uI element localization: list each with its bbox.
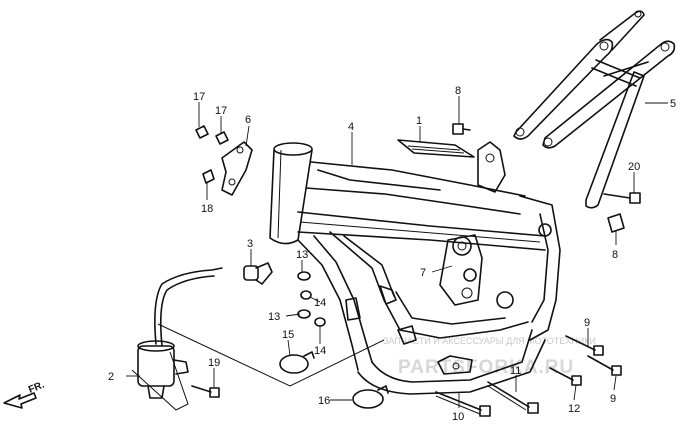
callout-8-lower: 8	[612, 249, 618, 261]
callout-16: 16	[318, 395, 330, 407]
callout-20: 20	[628, 161, 640, 173]
bolt-17-b	[215, 131, 229, 145]
callout-13-a: 13	[296, 249, 308, 261]
main-frame	[269, 141, 561, 395]
bracket-6	[221, 141, 253, 196]
callout-14-a: 14	[314, 297, 326, 309]
callout-13-b: 13	[268, 311, 280, 323]
callout-8-upper: 8	[455, 85, 461, 97]
ignition-coil-2	[137, 267, 223, 399]
callout-9-b: 9	[610, 393, 616, 405]
callout-3: 3	[247, 238, 253, 250]
rear-subframe	[513, 10, 676, 209]
callout-18: 18	[201, 203, 213, 215]
callout-19: 19	[208, 357, 220, 369]
nut-8-lower	[607, 213, 625, 233]
coil-mount-outline	[131, 323, 385, 411]
frame-label-plate	[397, 139, 475, 158]
callout-11: 11	[510, 365, 521, 377]
washer-13-a	[297, 271, 311, 281]
callout-17-a: 17	[193, 91, 205, 103]
bolt-11	[487, 381, 539, 414]
bolt-10	[435, 391, 491, 417]
direction-label: FR.	[27, 379, 46, 395]
bolt-9-b	[587, 355, 622, 376]
callout-5: 5	[670, 98, 676, 110]
callout-labels: 1 2 3 4 5 6 7 8 8 9 9 10 11 12 13 13 14 …	[108, 85, 676, 423]
bolt-9-a	[565, 335, 604, 356]
bolt-8-upper	[452, 123, 471, 135]
clamp-16	[352, 385, 389, 409]
bolt-12	[549, 367, 582, 386]
bolt-17-a	[195, 125, 209, 139]
callout-9-a: 9	[584, 317, 590, 329]
bolt-20	[603, 192, 641, 204]
washer-14-b	[314, 317, 326, 327]
callout-1: 1	[416, 115, 422, 127]
callout-12: 12	[568, 403, 580, 415]
cap-3	[243, 262, 273, 285]
bolt-19	[191, 385, 220, 398]
callout-4: 4	[348, 121, 354, 133]
callout-10: 10	[452, 411, 464, 423]
bolt-18	[202, 169, 215, 184]
front-direction-arrow: FR.	[3, 379, 46, 409]
callout-2: 2	[108, 371, 114, 383]
washer-14-a	[300, 290, 312, 300]
callout-15: 15	[282, 329, 294, 341]
callout-6: 6	[245, 114, 251, 126]
leader-lines	[126, 96, 668, 408]
callout-14-b: 14	[314, 345, 326, 357]
clamp-15	[279, 351, 315, 374]
watermark-tagline: ЗАПЧАСТИ И АКСЕССУАРЫ ДЛЯ МОТОТЕХНИКИ	[383, 336, 596, 346]
callout-7: 7	[420, 267, 426, 279]
callout-17-b: 17	[215, 105, 227, 117]
